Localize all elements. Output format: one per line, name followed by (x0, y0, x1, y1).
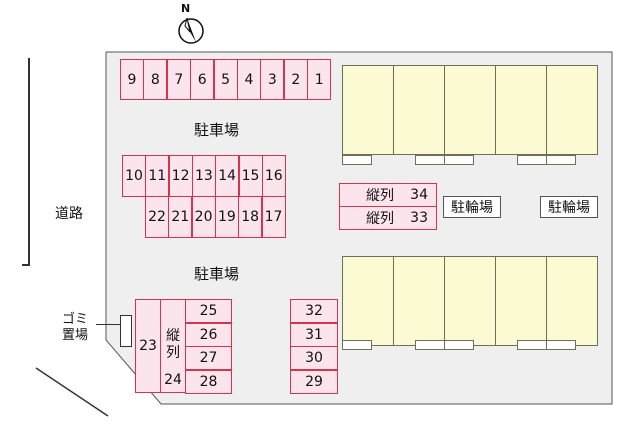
bike-parking-2: 駐輪場 (540, 196, 598, 218)
bay-23: 23 (135, 299, 161, 393)
tandem-label: 縦列 (366, 211, 394, 227)
bay-30: 30 (290, 346, 338, 370)
bay-32: 32 (290, 299, 338, 323)
bay-17: 17 (261, 196, 286, 238)
bay-19: 19 (214, 196, 239, 238)
building-a-doorstep (415, 155, 445, 165)
building-b-doorstep (444, 340, 474, 350)
bay-10: 10 (122, 155, 146, 197)
building-a-doorstep (517, 155, 547, 165)
bay-5: 5 (213, 59, 238, 100)
bay-22: 22 (145, 196, 169, 238)
bay-15: 15 (238, 155, 263, 197)
parking-label-top: 駐車場 (194, 121, 240, 139)
building-a-unit (546, 65, 598, 155)
building-b-doorstep (517, 340, 547, 350)
tandem-label-vertical: 縦 列 (166, 328, 180, 361)
bay-4: 4 (237, 59, 261, 100)
building-a-doorstep (444, 155, 474, 165)
building-b-unit (342, 256, 394, 346)
building-b-doorstep (546, 340, 576, 350)
tandem-column: 縦 列 24 (160, 299, 186, 393)
building-a-doorstep (342, 155, 372, 165)
garbage-box (120, 315, 132, 347)
road-boundary-line (28, 58, 30, 266)
bay-13: 13 (191, 155, 216, 197)
bay-3: 3 (260, 59, 285, 100)
road-boundary-stub (22, 264, 30, 266)
building-b-unit (393, 256, 445, 346)
bay-14: 14 (215, 155, 240, 197)
bay-25: 25 (185, 299, 232, 323)
bay-number: 34 (410, 187, 428, 203)
bay-1: 1 (307, 59, 332, 100)
compass-icon (178, 17, 204, 44)
road-label: 道路 (55, 206, 83, 222)
garbage-leader-line (96, 324, 120, 325)
building-b-doorstep (342, 340, 372, 350)
building-a-unit (444, 65, 496, 155)
bay-11: 11 (145, 155, 170, 197)
building-a-unit (342, 65, 394, 155)
tandem-bay-33: 縦列 33 (339, 206, 437, 230)
building-a-unit (495, 65, 547, 155)
bay-20: 20 (191, 196, 216, 238)
tandem-label: 縦列 (366, 188, 394, 204)
bike-parking-1: 駐輪場 (443, 196, 501, 218)
bay-number: 24 (164, 372, 182, 388)
bay-27: 27 (185, 346, 232, 370)
bay-18: 18 (238, 196, 263, 238)
building-b-unit (546, 256, 598, 346)
compass-north-label: N (181, 2, 191, 15)
bay-6: 6 (190, 59, 215, 100)
parking-label-mid: 駐車場 (194, 265, 240, 283)
bay-7: 7 (166, 59, 191, 100)
bay-2: 2 (283, 59, 308, 100)
bay-number: 33 (410, 210, 428, 226)
bay-21: 21 (168, 196, 193, 238)
bay-9: 9 (120, 59, 144, 100)
bay-16: 16 (261, 155, 286, 197)
building-b-unit (495, 256, 547, 346)
bay-28: 28 (185, 369, 232, 394)
building-a-doorstep (546, 155, 576, 165)
building-b-doorstep (415, 340, 445, 350)
bay-12: 12 (168, 155, 193, 197)
bay-8: 8 (143, 59, 168, 100)
tandem-bay-34: 縦列 34 (339, 183, 437, 207)
bay-31: 31 (290, 322, 338, 347)
garbage-label: ゴミ 置場 (62, 312, 89, 343)
building-b-unit (444, 256, 496, 346)
bay-26: 26 (185, 322, 232, 347)
bay-29: 29 (290, 369, 338, 394)
building-a-unit (393, 65, 445, 155)
